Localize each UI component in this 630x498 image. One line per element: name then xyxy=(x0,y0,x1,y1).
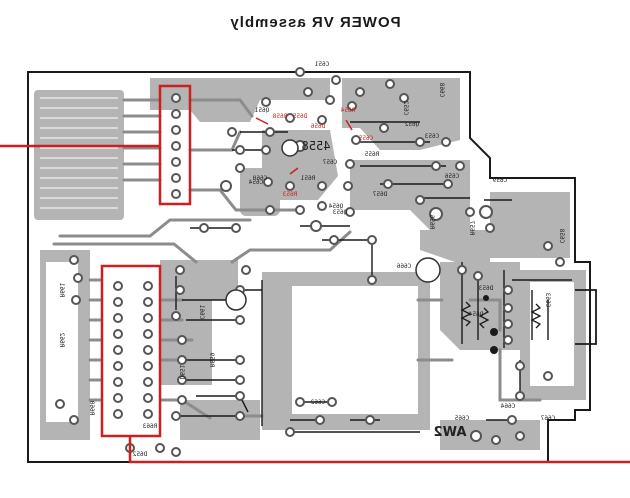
component-label: D654 xyxy=(468,311,483,318)
component-label: C659 xyxy=(492,177,507,184)
component-label: Q651 xyxy=(254,107,269,114)
component-label: Q653 xyxy=(332,209,347,216)
component-label: C666 xyxy=(396,263,411,270)
aw2-marking: AW2 xyxy=(434,425,467,440)
component-label: D651 xyxy=(178,364,185,379)
component-label: D652 xyxy=(132,451,147,458)
resistor-symbols xyxy=(460,301,542,329)
mounting-holes xyxy=(225,139,441,311)
component-label: C664 xyxy=(500,403,515,410)
right-connector xyxy=(575,289,597,345)
component-label: C662 xyxy=(310,399,325,406)
component-label: R658 xyxy=(272,113,287,120)
component-label: Q654 xyxy=(328,203,343,210)
component-label: C658 xyxy=(558,228,565,243)
component-label: R651 xyxy=(300,175,315,182)
component-label: C652 xyxy=(402,100,409,115)
component-label: D657 xyxy=(372,191,387,198)
component-label: R660 xyxy=(88,400,95,415)
component-label: C651 xyxy=(314,61,329,68)
component-label: C660 xyxy=(252,175,267,182)
component-label: D656 xyxy=(310,123,325,130)
solder-pads xyxy=(55,67,565,457)
trace-lines xyxy=(52,98,542,420)
component-label: C663 xyxy=(544,292,551,307)
component-label: R656 xyxy=(428,214,435,229)
component-label: R663 xyxy=(142,423,157,430)
component-label: R661 xyxy=(58,282,65,297)
leader-line-lower xyxy=(128,436,630,464)
component-label: C653 xyxy=(424,133,439,140)
left-connector-fingers xyxy=(40,97,118,209)
component-label: C667 xyxy=(540,415,555,422)
component-label: R654 xyxy=(340,107,355,114)
component-label: C665 xyxy=(454,415,469,422)
component-label: C654 xyxy=(248,179,263,186)
component-label: R653 xyxy=(282,191,297,198)
component-label: C657 xyxy=(322,159,337,166)
component-label: R657 xyxy=(468,220,475,235)
red-marks xyxy=(255,117,353,175)
component-label: C656 xyxy=(444,173,459,180)
component-label: R655 xyxy=(364,151,379,158)
ic-marking: 4558 xyxy=(302,139,331,153)
component-outlines xyxy=(175,121,572,433)
component-label: Q652 xyxy=(404,121,419,128)
component-label: D653 xyxy=(478,285,493,292)
component-label: R662 xyxy=(58,332,65,347)
copper-gaps xyxy=(46,262,574,422)
component-label: D655 xyxy=(292,113,307,120)
component-label: C661 xyxy=(198,304,205,319)
component-label: R659 xyxy=(208,352,215,367)
component-label: C655 xyxy=(358,135,373,142)
component-label: C668 xyxy=(438,82,445,97)
